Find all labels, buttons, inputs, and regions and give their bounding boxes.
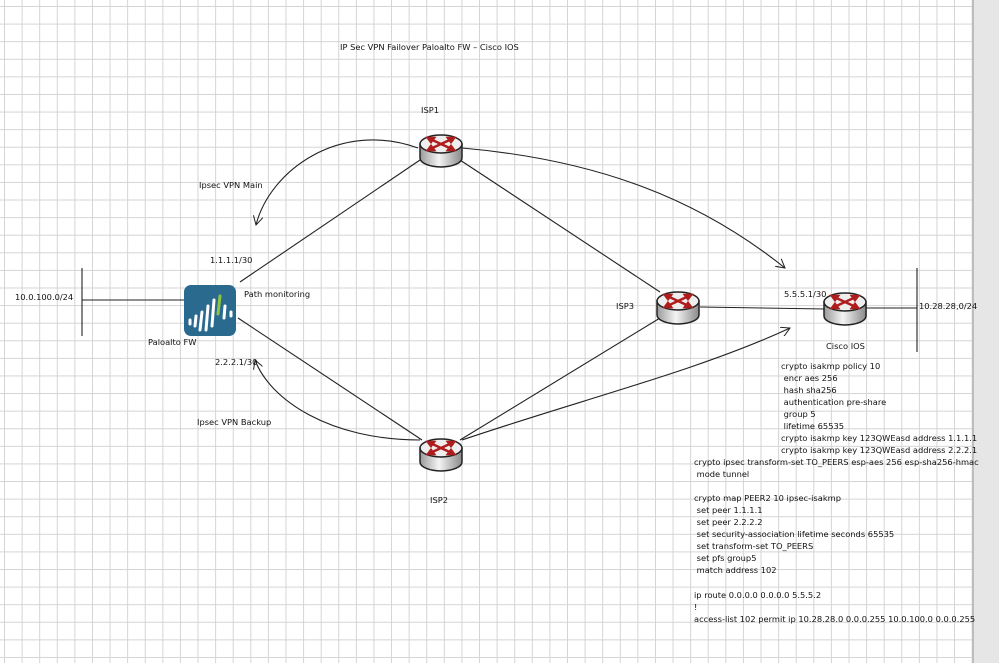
label-pa-ip2: 2.2.2.1/30 bbox=[215, 357, 257, 367]
paloalto-firewall-icon[interactable] bbox=[184, 285, 236, 336]
config-line: crypto map PEER2 10 ipsec-isakmp bbox=[694, 493, 841, 503]
router-isp1[interactable] bbox=[418, 133, 464, 169]
label-lan-left: 10.0.100.0/24 bbox=[15, 292, 73, 302]
diagram-title: IP Sec VPN Failover Paloalto FW – Cisco … bbox=[340, 42, 519, 52]
config-line: crypto isakmp policy 10 bbox=[781, 361, 880, 371]
config-line: set peer 1.1.1.1 bbox=[694, 505, 763, 515]
link-isp2-isp3 bbox=[459, 317, 661, 441]
label-isp3: ISP3 bbox=[616, 301, 634, 311]
label-cisco: Cisco IOS bbox=[826, 341, 865, 351]
config-line: authentication pre-share bbox=[781, 397, 886, 407]
config-line: encr aes 256 bbox=[781, 373, 838, 383]
tunnel-backup-to-cisco bbox=[461, 328, 790, 441]
config-line: access-list 102 permit ip 10.28.28.0 0.0… bbox=[694, 614, 975, 624]
link-isp1-isp3 bbox=[459, 159, 661, 293]
router-isp3[interactable] bbox=[655, 290, 701, 326]
label-isp1: ISP1 bbox=[421, 105, 439, 115]
label-cisco-ip: 5.5.5.1/30 bbox=[784, 289, 826, 299]
tunnel-main-to-cisco bbox=[461, 147, 785, 268]
config-line: group 5 bbox=[781, 409, 816, 419]
config-isakmp: crypto isakmp policy 10 encr aes 256 has… bbox=[781, 361, 977, 455]
config-line: lifetime 65535 bbox=[781, 421, 844, 431]
label-lan-right: 10.28.28,0/24 bbox=[919, 301, 977, 311]
vpn-main-arc bbox=[256, 139, 419, 225]
config-line: set peer 2.2.2.2 bbox=[694, 517, 763, 527]
page-edge bbox=[972, 0, 974, 663]
config-line: crypto ipsec transform-set TO_PEERS esp-… bbox=[694, 457, 979, 467]
config-transform: crypto ipsec transform-set TO_PEERS esp-… bbox=[694, 457, 979, 479]
label-isp2: ISP2 bbox=[430, 495, 448, 505]
label-vpn-main: Ipsec VPN Main bbox=[199, 180, 263, 190]
link-pa-isp2 bbox=[237, 317, 423, 441]
config-line: set pfs group5 bbox=[694, 553, 756, 563]
config-line: crypto isakmp key 123QWEasd address 1.1.… bbox=[781, 433, 977, 443]
config-route: ip route 0.0.0.0 0.0.0.0 5.5.5.2 ! acces… bbox=[694, 590, 975, 624]
diagram-canvas bbox=[0, 0, 972, 663]
config-line: set transform-set TO_PEERS bbox=[694, 541, 813, 551]
config-line: match address 102 bbox=[694, 565, 777, 575]
config-line: set security-association lifetime second… bbox=[694, 529, 894, 539]
router-cisco[interactable] bbox=[822, 291, 868, 327]
router-isp2[interactable] bbox=[418, 437, 464, 473]
vpn-backup-arc bbox=[255, 360, 421, 441]
links bbox=[81, 139, 918, 441]
config-line: ! bbox=[694, 602, 697, 612]
label-vpn-backup: Ipsec VPN Backup bbox=[197, 417, 271, 427]
config-line: crypto isakmp key 123QWEasd address 2.2.… bbox=[781, 445, 977, 455]
config-line: ip route 0.0.0.0 0.0.0.0 5.5.5.2 bbox=[694, 590, 821, 600]
label-pa-ip1: 1.1.1.1/30 bbox=[210, 255, 252, 265]
link-pa-isp1 bbox=[239, 159, 421, 283]
label-path-monitoring: Path monitoring bbox=[244, 289, 310, 299]
config-line: mode tunnel bbox=[694, 469, 749, 479]
link-isp3-cisco bbox=[699, 306, 826, 310]
label-paloalto: Paloalto FW bbox=[148, 337, 196, 347]
config-line: hash sha256 bbox=[781, 385, 837, 395]
config-crypto-map: crypto map PEER2 10 ipsec-isakmp set pee… bbox=[694, 493, 894, 575]
